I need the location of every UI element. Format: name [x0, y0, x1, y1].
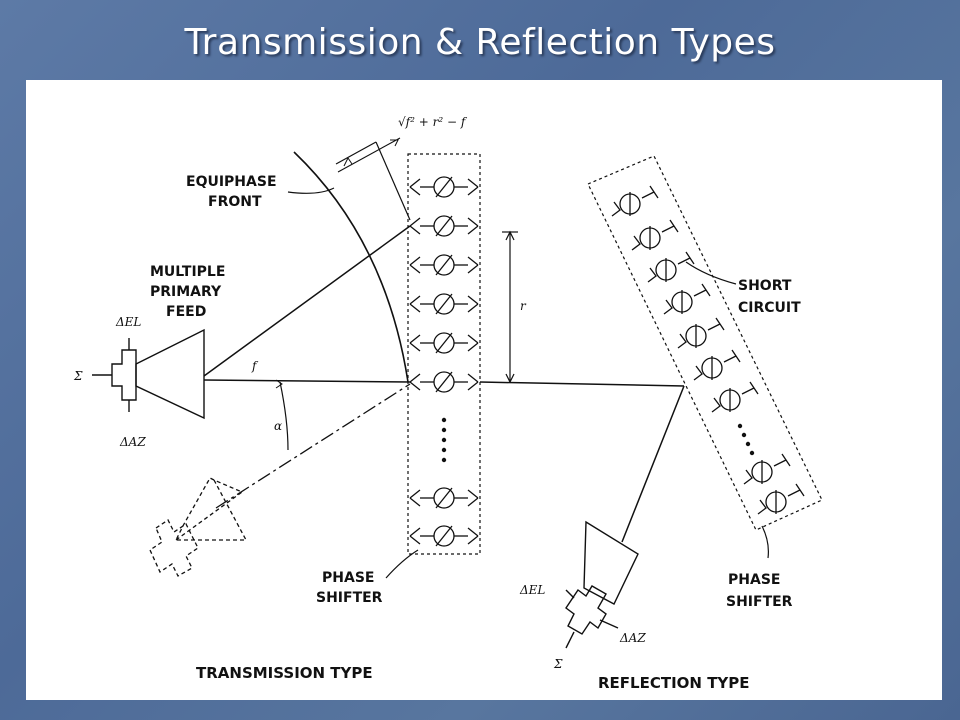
reflect-element-9: [757, 483, 805, 515]
label-phase-shifter-right-1: PHASE: [728, 572, 780, 588]
antenna-diagram: EQUIPHASE FRONT MULTIPLE PRIMARY FEED √f…: [73, 115, 823, 692]
alpha-arc: [279, 381, 289, 451]
formula-dim-left: [335, 141, 377, 165]
transmission-array-elements: [409, 176, 479, 547]
lens-element-4: [409, 293, 479, 315]
reflection-array-frame: [587, 155, 823, 531]
reflect-element-8: [743, 453, 791, 485]
alpha-arrow: [275, 379, 283, 389]
reflect-element-7: [711, 381, 759, 413]
transmission-array-frame: [407, 153, 481, 555]
label-feed-1: MULTIPLE: [150, 264, 225, 280]
label-sigma-right: Σ: [553, 657, 563, 671]
reflect-element-5: [677, 317, 725, 349]
label-alpha: α: [274, 419, 282, 433]
label-f: f: [251, 359, 259, 373]
label-formula: √f² + r² − f: [398, 115, 468, 129]
label-equiphase-1: EQUIPHASE: [186, 174, 277, 190]
label-del-az-right: ΔAZ: [619, 631, 646, 645]
label-phase-shifter-left-1: PHASE: [322, 570, 374, 586]
label-r: r: [520, 299, 527, 313]
reflect-element-3: [647, 251, 695, 283]
upper-ray: [203, 225, 411, 377]
label-feed-3: FEED: [166, 304, 206, 320]
short-circuit-leader: [685, 261, 737, 285]
phase-shifter-left-leader: [385, 549, 419, 579]
caption-reflection-type: REFLECTION TYPE: [598, 674, 750, 692]
label-phase-shifter-right-2: SHIFTER: [726, 594, 793, 610]
label-equiphase-2: FRONT: [208, 194, 262, 210]
slide-title: Transmission & Reflection Types: [184, 22, 776, 63]
label-short-circuit-2: CIRCUIT: [738, 300, 801, 316]
label-sigma-left: Σ: [73, 369, 83, 383]
scanned-axis-ray: [215, 383, 411, 509]
lens-element-2: [409, 215, 479, 237]
label-del-el-left: ΔEL: [115, 315, 141, 329]
diagram-panel: EQUIPHASE FRONT MULTIPLE PRIMARY FEED √f…: [26, 80, 942, 700]
lens-element-8: [409, 525, 479, 547]
label-phase-shifter-left-2: SHIFTER: [316, 590, 383, 606]
caption-transmission-type: TRANSMISSION TYPE: [196, 664, 373, 682]
array-continuation-dots: [441, 417, 447, 463]
phase-shifter-right-leader: [761, 525, 769, 559]
equiphase-front-arc: [293, 151, 409, 383]
label-del-az-left: ΔAZ: [119, 435, 146, 449]
reflection-feed-horn: [565, 520, 639, 649]
reflect-element-6: [693, 349, 741, 381]
reflect-element-1: [611, 185, 659, 217]
alternate-feed-horn: [149, 477, 248, 577]
label-del-el-right: ΔEL: [519, 583, 545, 597]
equiphase-leader: [287, 187, 335, 194]
lens-element-5: [409, 332, 479, 354]
primary-feed-horn: [92, 328, 205, 420]
reflection-feed-ray: [621, 385, 685, 543]
label-short-circuit-1: SHORT: [738, 278, 792, 294]
lens-element-6: [409, 371, 479, 393]
reflect-element-4: [663, 283, 711, 315]
axis-ray-f: [203, 379, 411, 383]
reflect-element-2: [631, 219, 679, 251]
label-feed-2: PRIMARY: [150, 284, 222, 300]
through-ray: [479, 381, 685, 387]
lens-element-3: [409, 254, 479, 276]
lens-element-7: [409, 487, 479, 509]
reflect-continuation-dots: [737, 423, 755, 456]
lens-element-1: [409, 176, 479, 198]
reflection-array-elements: [611, 185, 805, 515]
